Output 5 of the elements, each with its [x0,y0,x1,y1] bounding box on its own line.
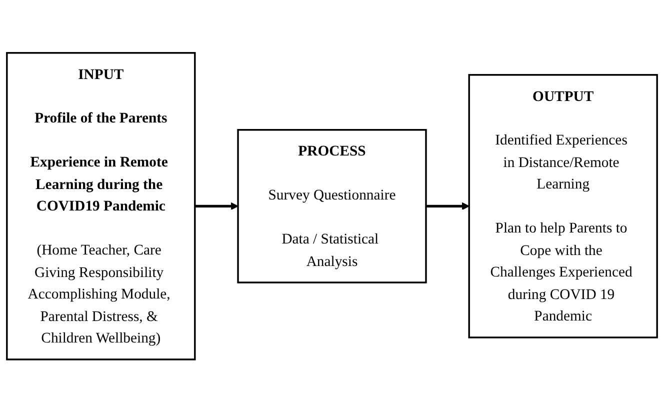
node-box [6,52,196,361]
arrow [194,202,238,210]
node-box [237,129,427,284]
node-box [468,74,658,339]
arrow [426,202,470,210]
